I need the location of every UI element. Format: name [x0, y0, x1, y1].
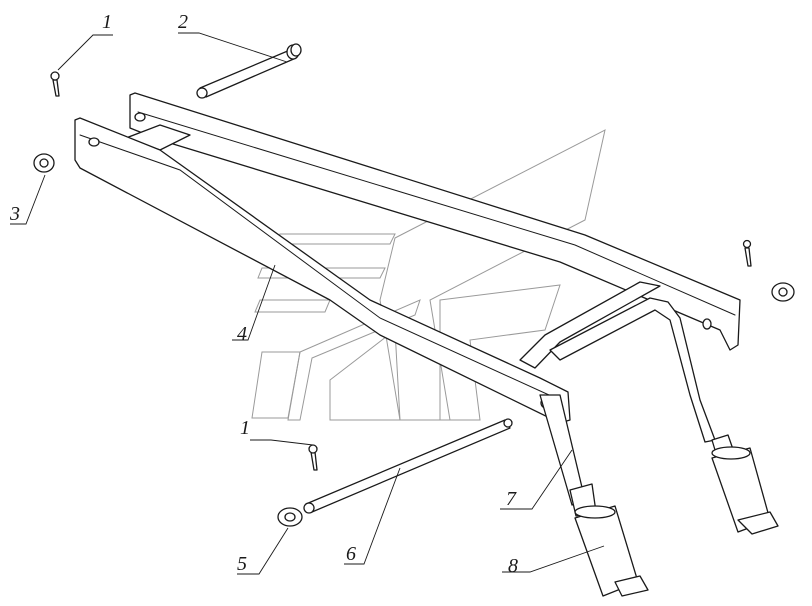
callout-1-top: 1	[102, 11, 112, 33]
callout-3: 3	[9, 203, 20, 225]
callout-1-bottom: 1	[240, 417, 250, 439]
washer-part-5	[277, 507, 303, 527]
callout-6: 6	[346, 543, 356, 565]
callout-labels: 1 2 3 4 1 5 6 7 8	[9, 11, 518, 577]
cotter-pin-right	[742, 239, 752, 267]
callout-2: 2	[178, 11, 188, 33]
caster-sleeves-part-8	[574, 446, 779, 597]
washer-right	[771, 282, 795, 302]
washer-part-3	[33, 153, 55, 173]
axle-part-6	[303, 418, 513, 514]
leader-lines	[10, 32, 605, 575]
cotter-pin-part-1-bottom	[308, 444, 318, 471]
cotter-pin-part-1-top	[50, 71, 60, 97]
callout-4: 4	[237, 323, 247, 345]
frame-part-4	[74, 92, 741, 424]
callout-7: 7	[506, 488, 517, 510]
pin-part-2	[196, 43, 302, 99]
callout-5: 5	[237, 553, 247, 575]
callout-8: 8	[508, 555, 518, 577]
